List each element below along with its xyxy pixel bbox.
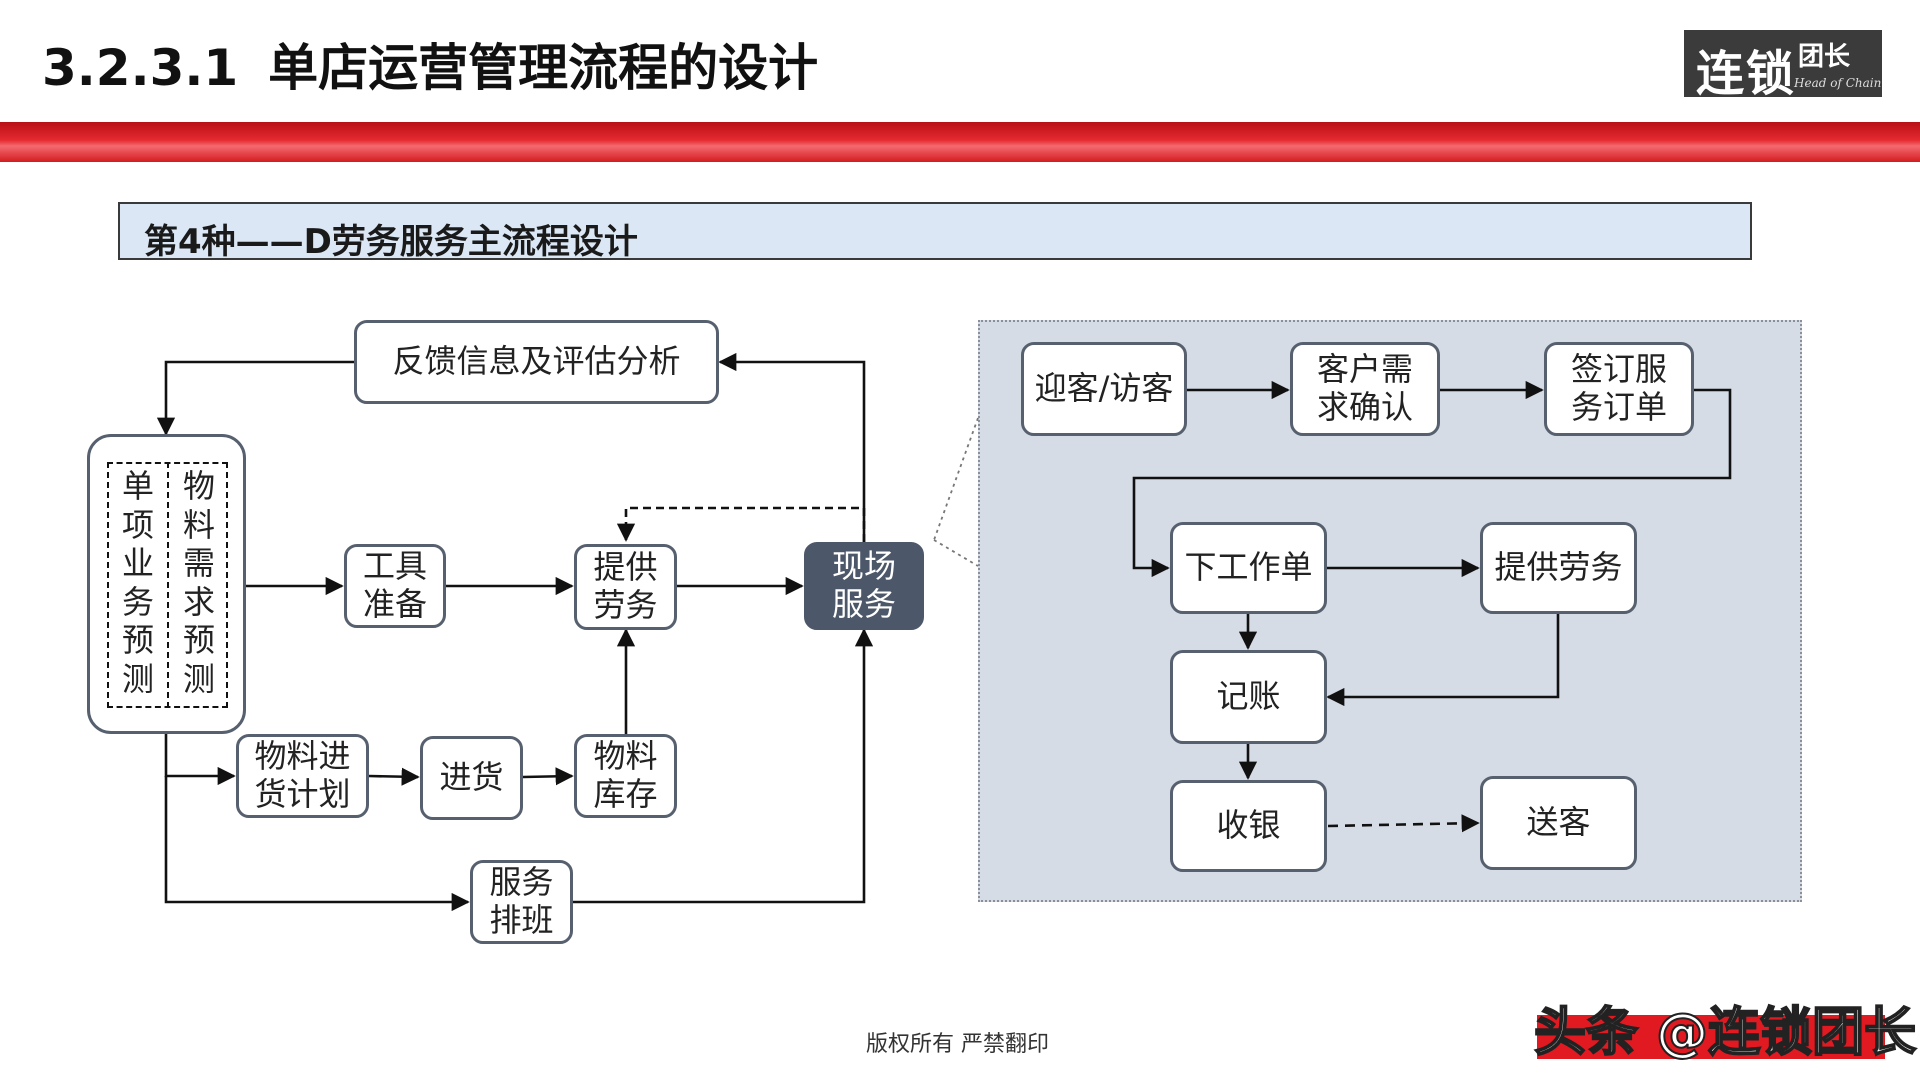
copyright-footer: 版权所有 严禁翻印 bbox=[866, 1032, 1049, 1057]
arrow-cashier-to-farewell-dashed bbox=[1327, 814, 1480, 833]
watermark-strip bbox=[1537, 1015, 1885, 1059]
material-stock-line: 库存 bbox=[593, 775, 658, 813]
service-schedule-box: 服务排班 bbox=[470, 860, 573, 944]
arrow-plan-to-purchase bbox=[368, 767, 420, 786]
arrow-provide-to-bookkeeping bbox=[1326, 614, 1560, 707]
sign-contract-box: 签订服务订单 bbox=[1544, 342, 1694, 436]
material-stock-box: 物料库存 bbox=[574, 734, 677, 818]
bookkeeping-label: 记账 bbox=[1216, 677, 1281, 716]
cashier-label: 收银 bbox=[1216, 806, 1281, 845]
subheading-banner: 第4种——D劳务服务主流程设计 bbox=[118, 202, 1752, 262]
forecast-char: 物 bbox=[182, 467, 215, 505]
greet-box: 迎客/访客 bbox=[1021, 342, 1187, 436]
forecast-col-material: 物 料 需 求 预 测 bbox=[176, 467, 222, 698]
arrow-schedule-to-onsite bbox=[573, 628, 874, 904]
tools-prep-box: 工具准备 bbox=[344, 544, 446, 628]
provide-labor-box: 提供劳务 bbox=[574, 544, 677, 630]
arrow-feedback-to-forecast bbox=[156, 360, 354, 436]
farewell-label: 送客 bbox=[1526, 803, 1591, 842]
forecast-col-business: 单 项 业 务 预 测 bbox=[115, 467, 161, 698]
material-plan-box: 物料进货计划 bbox=[236, 734, 369, 818]
sign-contract-line: 签订服 bbox=[1570, 350, 1667, 389]
provide-labor-line: 提供 bbox=[593, 548, 658, 587]
zoom-line-top bbox=[933, 417, 979, 541]
work-order-box: 下工作单 bbox=[1170, 522, 1327, 614]
source-watermark: 头条 @连锁团长 bbox=[1533, 1002, 1917, 1064]
forecast-char: 测 bbox=[182, 659, 215, 698]
forecast-char: 需 bbox=[182, 544, 215, 582]
onsite-service-line: 现场 bbox=[831, 547, 896, 586]
arrow-forecast-to-schedule bbox=[164, 776, 470, 912]
page-title: 3.2.3.1 单店运营管理流程的设计 bbox=[42, 28, 818, 100]
bookkeeping-box: 记账 bbox=[1170, 650, 1327, 744]
arrow-onsite-to-provide-dashed bbox=[616, 506, 866, 542]
purchase-label: 进货 bbox=[439, 758, 504, 797]
sign-contract-line: 务订单 bbox=[1570, 388, 1667, 426]
farewell-box: 送客 bbox=[1480, 776, 1637, 870]
zoom-line-bottom bbox=[933, 539, 979, 567]
logo-side: 团长 bbox=[1798, 42, 1851, 72]
section-number: 3.2.3.1 bbox=[42, 39, 239, 97]
arrow-forecast-to-plan bbox=[164, 734, 236, 786]
forecast-char: 测 bbox=[121, 659, 154, 698]
onsite-service-box: 现场服务 bbox=[804, 542, 924, 630]
needs-confirm-line: 客户需 bbox=[1316, 350, 1413, 389]
forecast-char: 求 bbox=[182, 582, 215, 621]
service-schedule-line: 排班 bbox=[489, 901, 554, 939]
cashier-box: 收银 bbox=[1170, 780, 1327, 872]
service-schedule-line: 服务 bbox=[489, 863, 554, 902]
arrow-onsite-to-feedback bbox=[718, 352, 866, 542]
provide-labor-line: 劳务 bbox=[593, 586, 658, 624]
needs-confirm-line: 求确认 bbox=[1316, 388, 1413, 426]
tools-prep-line: 准备 bbox=[362, 585, 427, 623]
forecast-char: 业 bbox=[121, 544, 154, 582]
feedback-analysis-box: 反馈信息及评估分析 bbox=[354, 320, 719, 404]
forecast-box: 单 项 业 务 预 测 物 料 需 求 预 测 bbox=[87, 434, 246, 734]
logo-english: Head of Chain bbox=[1794, 76, 1882, 90]
work-order-label: 下工作单 bbox=[1184, 548, 1313, 587]
forecast-char: 项 bbox=[121, 505, 154, 544]
arrow-purchase-to-stock bbox=[522, 767, 574, 786]
forecast-char: 预 bbox=[182, 621, 215, 659]
forecast-divider bbox=[167, 462, 169, 708]
material-plan-line: 物料进 bbox=[254, 737, 351, 776]
forecast-char: 预 bbox=[121, 621, 154, 659]
page-title-text: 单店运营管理流程的设计 bbox=[268, 39, 819, 97]
forecast-char: 单 bbox=[121, 467, 154, 505]
feedback-analysis-label: 反馈信息及评估分析 bbox=[392, 342, 681, 381]
purchase-box: 进货 bbox=[420, 736, 523, 820]
forecast-char: 料 bbox=[182, 505, 215, 544]
forecast-char: 务 bbox=[121, 582, 154, 621]
tools-prep-line: 工具 bbox=[362, 547, 427, 586]
greet-label: 迎客/访客 bbox=[1034, 369, 1174, 408]
onsite-service-line: 服务 bbox=[831, 585, 896, 623]
arrow-contract-to-workorder bbox=[1132, 388, 1732, 578]
material-plan-line: 货计划 bbox=[254, 775, 351, 813]
material-stock-line: 物料 bbox=[593, 737, 658, 776]
needs-confirm-box: 客户需求确认 bbox=[1290, 342, 1440, 436]
header-red-bar bbox=[0, 122, 1920, 162]
logo-main: 连锁 bbox=[1696, 46, 1797, 102]
brand-logo: 连锁 团长 Head of Chain bbox=[1684, 30, 1882, 102]
subheading-text: 第4种——D劳务服务主流程设计 bbox=[144, 222, 638, 262]
provide-labor-detail-box: 提供劳务 bbox=[1480, 522, 1637, 614]
provide-labor-detail-label: 提供劳务 bbox=[1494, 548, 1623, 587]
